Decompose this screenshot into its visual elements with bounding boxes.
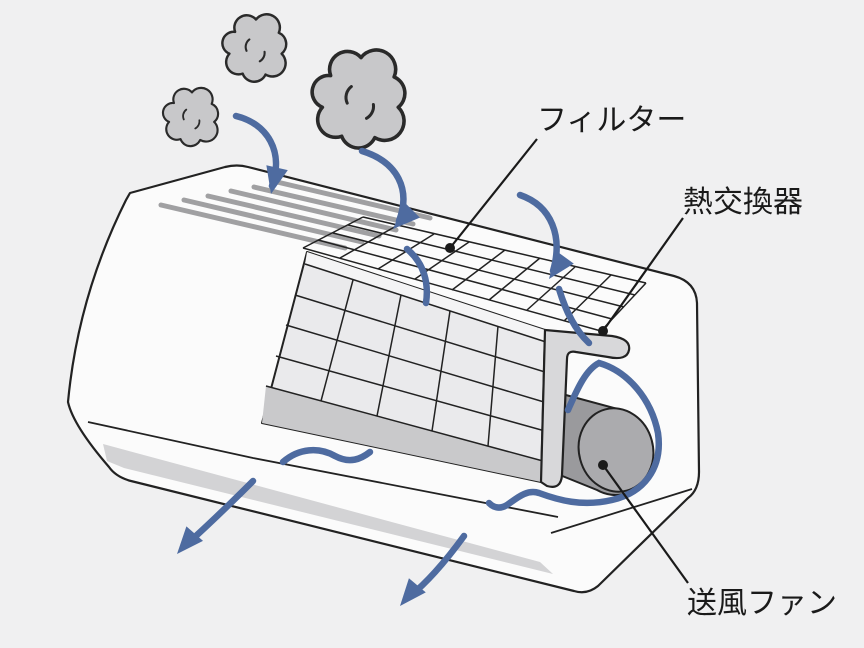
airflow-inner-wave [279, 447, 374, 466]
vent-slat [228, 188, 399, 233]
leader-lines [449, 138, 689, 584]
filter-leader-line [449, 138, 538, 249]
airflow-in-arrow-2-tail [403, 245, 430, 307]
air-outlet-slat [103, 444, 553, 574]
body-bottom-right-edge-line [550, 488, 693, 534]
heat-exchanger-bottom-band [262, 386, 543, 482]
heat-exchanger-leader-dot [598, 326, 608, 336]
airflow [182, 112, 663, 601]
vent-grille [158, 179, 433, 251]
fan-face [577, 407, 655, 493]
heat-exchanger-grid-cols [320, 279, 499, 447]
filter-leader-dot [445, 243, 455, 253]
vent-slat [205, 193, 382, 239]
vent-slat [181, 197, 365, 245]
leader-dots [445, 243, 608, 470]
body-opening-sill-line [87, 421, 559, 518]
blower-fan-leader-dot [598, 460, 608, 470]
blower-fan-leader-line [602, 464, 689, 584]
filter-label: フィルター [537, 103, 686, 138]
heat-exchanger-label: 熱交換器 [683, 185, 803, 220]
vent-slat [251, 184, 416, 227]
airflow-in-arrow-3-tail [555, 285, 593, 347]
blower-fan-label: 送風ファン [687, 586, 837, 621]
heat-exchanger-leader-line [602, 217, 684, 332]
airflow-fan-spiral [485, 359, 663, 511]
heat-exchanger-bracket [539, 328, 631, 488]
vent-slat [158, 202, 348, 251]
